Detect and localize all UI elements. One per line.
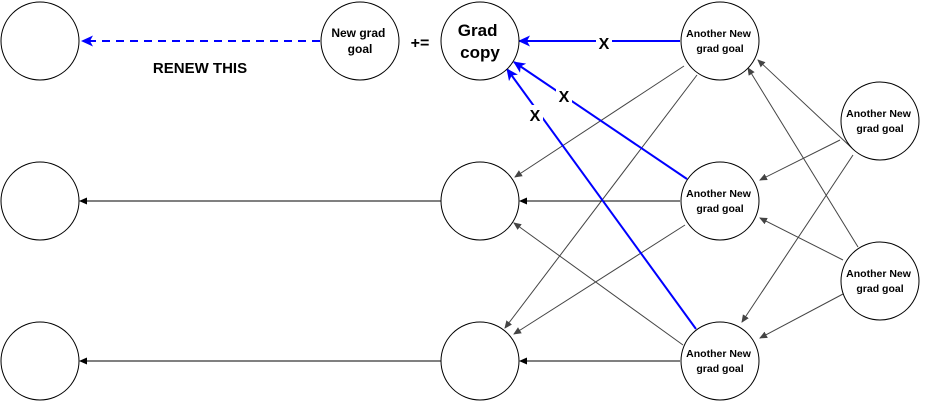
edge-far-right-top-to-right-top <box>757 59 855 151</box>
edge-right-top-to-mid-center <box>514 65 685 178</box>
node-grad-copy-label: Grad copy <box>458 21 502 62</box>
node-right-top <box>680 1 760 81</box>
node-right-bot-label: Another New grad goal <box>686 348 754 375</box>
node-far-right-bot-label: Another New grad goal <box>846 268 914 295</box>
node-grad-copy-label-line: copy <box>460 43 500 62</box>
x-mark-1: X <box>599 36 610 53</box>
node-right-mid-label: Another New grad goal <box>686 188 754 215</box>
renew-label: RENEW THIS <box>153 60 247 77</box>
node-far-right-top <box>840 81 920 161</box>
edge-right-bot-to-mid-center <box>513 222 684 346</box>
plus-equals-label: += <box>411 35 430 52</box>
x-mark-2: X <box>559 89 570 106</box>
x-mark-1-background <box>596 33 612 53</box>
edge-far-right-bot-to-right-mid <box>759 217 844 261</box>
node-right-bot-label-line: grad goal <box>696 363 743 375</box>
edge-far-right-top-to-right-mid <box>759 139 841 181</box>
x-mark-3-background <box>527 105 543 125</box>
connector-group-blue <box>81 35 697 330</box>
node-grad-copy <box>440 1 520 81</box>
edge-far-right-bot-to-right-bot <box>759 293 844 339</box>
node-left-top <box>0 1 80 81</box>
node-right-bot <box>680 321 760 401</box>
x-mark-3: X <box>530 108 541 125</box>
node-left-mid <box>0 161 80 241</box>
edge-right-mid-to-grad-copy <box>513 61 688 180</box>
node-far-right-bot <box>840 241 920 321</box>
edge-right-mid-to-mid-bottom <box>513 224 686 335</box>
node-new-grad-goal-label: New grad goal <box>331 26 388 56</box>
node-right-mid-label-line: grad goal <box>696 203 743 215</box>
node-right-top-label-line: grad goal <box>696 43 743 55</box>
node-mid-bottom <box>440 321 520 401</box>
node-grad-copy-label-line: Grad <box>458 21 498 40</box>
node-far-right-bot-label-line: grad goal <box>856 283 903 295</box>
node-far-right-top-label-line: grad goal <box>856 123 903 135</box>
node-left-bot <box>0 321 80 401</box>
node-new-grad-goal-label-line: goal <box>348 42 373 56</box>
plus-equals-background <box>406 32 434 52</box>
edge-far-right-top-to-right-bot <box>741 154 854 323</box>
node-right-bot-label-line: Another New <box>686 348 752 360</box>
node-right-top-label-line: Another New <box>686 28 752 40</box>
node-right-mid-label-line: Another New <box>686 188 752 200</box>
connector-group-gray <box>504 59 859 346</box>
node-new-grad-goal-label-line: New grad <box>331 26 385 40</box>
node-right-top-label: Another New grad goal <box>686 28 754 55</box>
node-far-right-bot-label-line: Another New <box>846 268 912 280</box>
node-right-mid <box>680 161 760 241</box>
node-new-grad-goal <box>320 1 400 81</box>
edge-far-right-bot-to-right-top <box>747 67 859 248</box>
connector-group-black <box>79 197 680 365</box>
node-mid-center <box>440 161 520 241</box>
node-far-right-top-label-line: Another New <box>846 108 912 120</box>
x-mark-2-background <box>556 86 572 106</box>
node-far-right-top-label: Another New grad goal <box>846 108 914 135</box>
